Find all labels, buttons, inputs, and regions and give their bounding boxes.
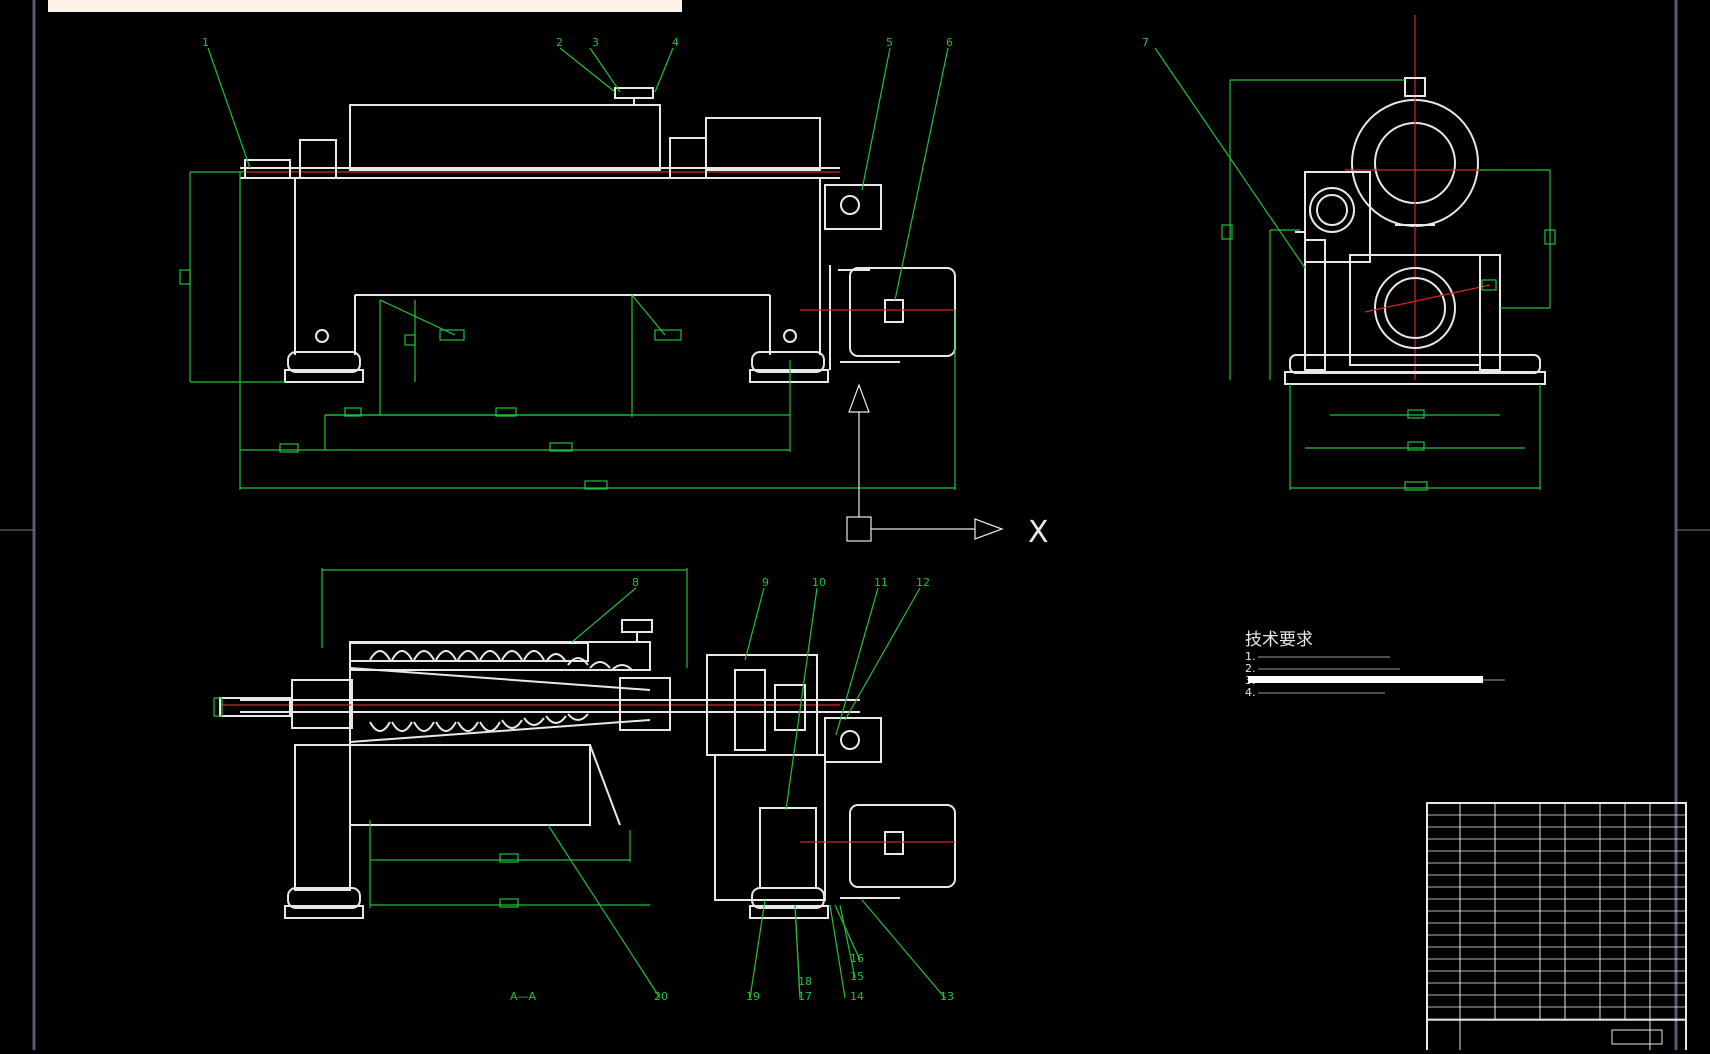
tech-item-1: 1. [1245, 650, 1256, 663]
side-view [1154, 15, 1556, 491]
drawing-border [32, 0, 1678, 1054]
balloon-15: 15 [850, 970, 864, 983]
balloon-14: 14 [850, 990, 864, 1003]
balloon-3: 3 [592, 36, 599, 49]
balloon-9: 9 [762, 576, 769, 589]
balloon-4: 4 [672, 36, 679, 49]
toolbar-strip [48, 0, 682, 12]
balloon-18: 18 [798, 975, 812, 988]
balloon-10: 10 [812, 576, 826, 589]
tech-item-2: 2. [1245, 662, 1256, 675]
balloon-7: 7 [1142, 36, 1149, 49]
tech-item-4: 4. [1245, 686, 1256, 699]
balloon-13: 13 [940, 990, 954, 1003]
tech-requirements: 技术要求 1. 2. 3. 4. [1245, 630, 1505, 699]
tech-requirements-title: 技术要求 [1245, 630, 1313, 650]
balloon-1: 1 [202, 36, 209, 49]
balloon-16: 16 [850, 952, 864, 965]
balloon-20: 20 [654, 990, 668, 1003]
balloon-17: 17 [798, 990, 812, 1003]
balloon-6: 6 [946, 36, 953, 49]
balloon-12: 12 [916, 576, 930, 589]
front-view [179, 47, 956, 490]
ucs-icon [846, 383, 1004, 542]
section-label: A—A [510, 990, 537, 1003]
axis-label-x: X [1028, 515, 1049, 550]
balloon-19: 19 [746, 990, 760, 1003]
section-view [213, 568, 956, 999]
title-block [1426, 802, 1687, 1054]
balloon-11: 11 [874, 576, 888, 589]
balloon-8: 8 [632, 576, 639, 589]
balloon-5: 5 [886, 36, 893, 49]
balloon-2: 2 [556, 36, 563, 49]
